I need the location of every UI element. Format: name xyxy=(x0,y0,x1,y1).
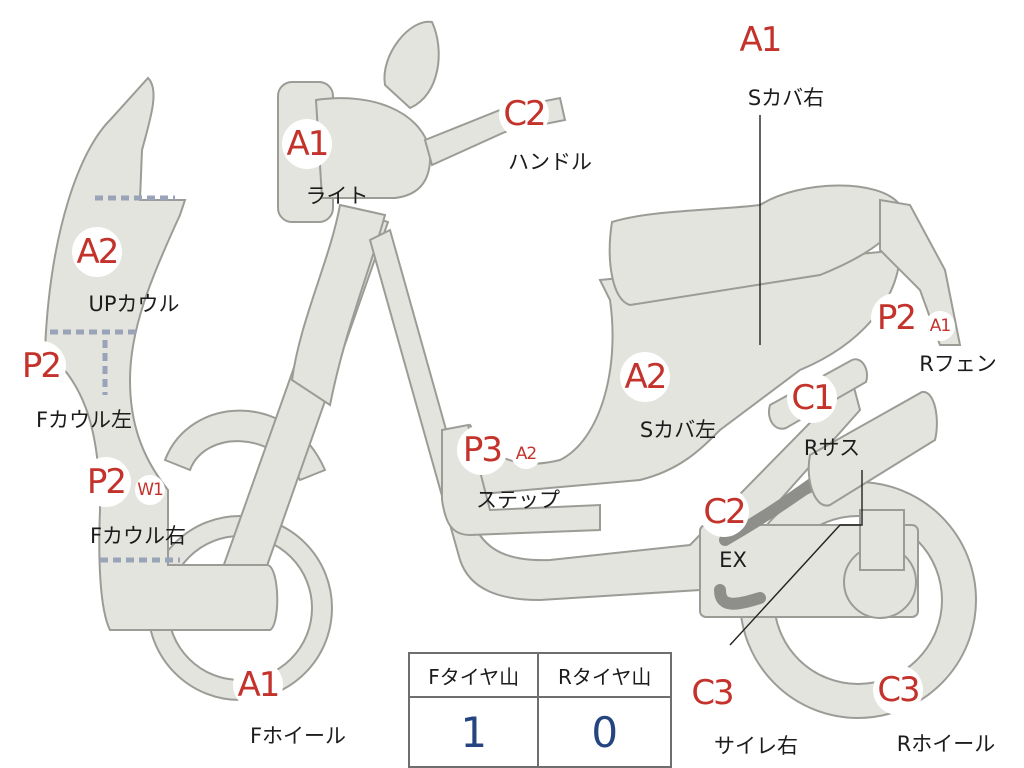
r-fender-sub-grade-badge: A1 xyxy=(925,311,955,341)
rear-tire-value: 0 xyxy=(537,696,672,768)
tire-table-header-row: Fタイヤ山 Rタイヤ山 xyxy=(407,652,672,698)
front-tire-value: 1 xyxy=(407,696,540,768)
r-fender-label: Rフェン xyxy=(919,352,997,376)
up-cowl-grade-badge: A2 xyxy=(72,227,122,277)
f-cowl-right-grade-badge: P2 xyxy=(81,457,131,507)
r-wheel-grade-badge: C3 xyxy=(873,665,923,715)
f-cowl-left-label: Fカウル左 xyxy=(35,408,133,432)
s-cover-right-label: Sカバ右 xyxy=(747,86,825,110)
up-cowl-label: UPカウル xyxy=(88,292,180,316)
s-cover-left-grade-badge: A2 xyxy=(620,352,670,402)
tire-table-value-row: 1 0 xyxy=(407,696,672,768)
f-cowl-right-label: Fカウル右 xyxy=(89,524,187,548)
f-cowl-left-grade-badge: P2 xyxy=(16,341,66,391)
r-suspension-label: Rサス xyxy=(803,436,861,460)
handle-grade-badge: C2 xyxy=(499,89,549,139)
r-wheel-label: Rホイール xyxy=(896,732,996,756)
s-cover-left-label: Sカバ左 xyxy=(639,418,717,442)
step-board-shape xyxy=(441,423,601,537)
step-sub-grade-badge: A2 xyxy=(511,439,541,469)
silencer-right-grade-badge: C3 xyxy=(687,668,737,718)
r-suspension-grade-badge: C1 xyxy=(787,373,837,423)
step-grade-badge: P3 xyxy=(457,425,507,475)
mirror-shape xyxy=(383,20,440,110)
f-wheel-grade-badge: A1 xyxy=(233,660,283,710)
rear-axle-shape xyxy=(859,509,905,571)
s-cover-right-grade-badge: A1 xyxy=(735,15,785,65)
r-suspension-leader xyxy=(729,470,863,646)
exhaust-grade-badge: C2 xyxy=(699,487,749,537)
cowl-seam-middle xyxy=(50,329,140,395)
light-grade-badge: A1 xyxy=(282,119,332,169)
silencer-right-label: サイレ右 xyxy=(714,734,798,758)
front-tire-header: Fタイヤ山 xyxy=(407,652,540,698)
handle-label: ハンドル xyxy=(508,150,592,174)
step-label: ステップ xyxy=(476,488,560,512)
tire-tread-table: Fタイヤ山 Rタイヤ山 1 0 xyxy=(407,652,672,768)
tail-shape xyxy=(879,198,962,346)
light-label: ライト xyxy=(305,184,369,208)
exhaust-label: EX xyxy=(719,548,747,572)
rear-tire-header: Rタイヤ山 xyxy=(537,652,672,698)
frame-shape xyxy=(290,203,387,407)
f-wheel-label: Fホイール xyxy=(249,724,347,748)
silencer-shape xyxy=(807,391,938,507)
r-fender-grade-badge: P2 xyxy=(871,293,921,343)
f-cowl-right-sub-grade-badge: W1 xyxy=(135,475,165,505)
